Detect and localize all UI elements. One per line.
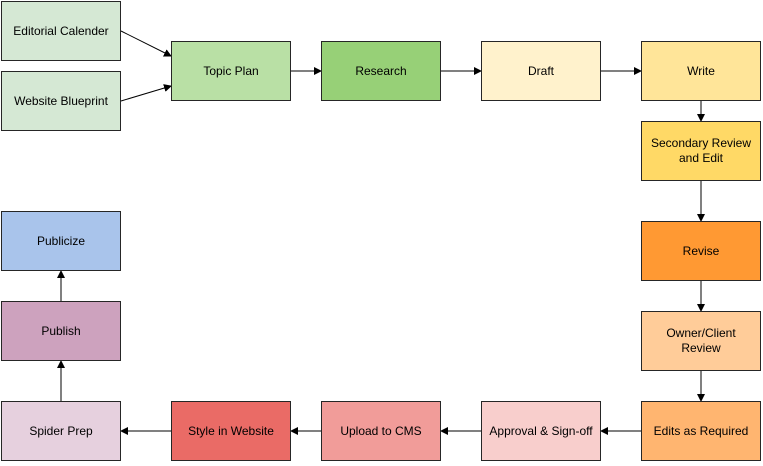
node-label: Editorial Calender xyxy=(13,23,109,38)
node-publish: Publish xyxy=(1,301,121,361)
edge-website-blueprint-to-topic-plan xyxy=(120,84,172,102)
node-label: Publish xyxy=(41,323,81,338)
node-revise: Revise xyxy=(641,221,761,281)
node-label: Spider Prep xyxy=(29,423,93,438)
node-edits-as-required: Edits as Required xyxy=(641,401,761,461)
node-label: Website Blueprint xyxy=(14,93,108,108)
node-secondary-review: Secondary Review and Edit xyxy=(641,121,761,181)
node-owner-client-review: Owner/Client Review xyxy=(641,311,761,371)
node-label: Draft xyxy=(527,63,554,78)
node-website-blueprint: Website Blueprint xyxy=(1,71,121,131)
node-approval-sign-off: Approval & Sign-off xyxy=(481,401,601,461)
node-style-in-website: Style in Website xyxy=(171,401,291,461)
node-write: Write xyxy=(641,41,761,101)
node-label: Style in Website xyxy=(188,423,274,438)
node-label: Edits as Required xyxy=(653,423,749,438)
node-editorial-calender: Editorial Calender xyxy=(1,1,121,61)
node-label: Write xyxy=(687,63,715,78)
node-label: Secondary Review and Edit xyxy=(650,136,752,165)
node-label: Upload to CMS xyxy=(340,423,422,438)
edge-editorial-calender-to-topic-plan xyxy=(120,30,172,57)
node-label: Owner/Client Review xyxy=(666,326,736,355)
node-label: Research xyxy=(355,63,407,78)
node-research: Research xyxy=(321,41,441,101)
node-label: Approval & Sign-off xyxy=(489,423,593,438)
node-label: Topic Plan xyxy=(203,63,259,78)
node-publicize: Publicize xyxy=(1,211,121,271)
node-label: Publicize xyxy=(36,233,86,248)
node-draft: Draft xyxy=(481,41,601,101)
node-spider-prep: Spider Prep xyxy=(1,401,121,461)
node-label: Revise xyxy=(682,243,720,258)
node-upload-to-cms: Upload to CMS xyxy=(321,401,441,461)
node-topic-plan: Topic Plan xyxy=(171,41,291,101)
